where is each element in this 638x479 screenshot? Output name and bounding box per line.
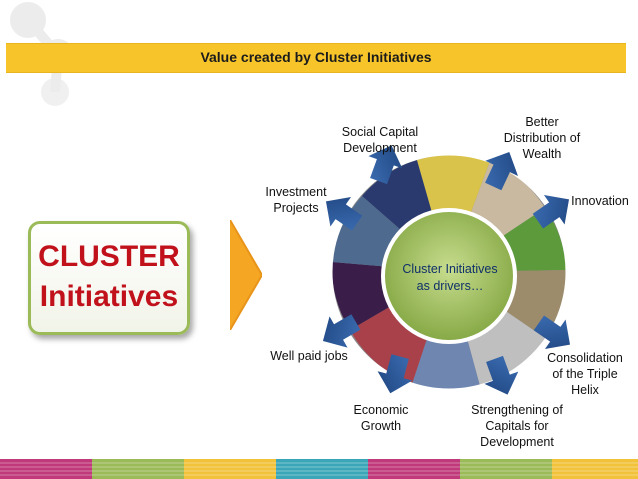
page-title: Value created by Cluster Initiatives	[200, 49, 432, 65]
arrow-well-paid-jobs-icon	[322, 314, 361, 348]
bottom-color-stripe	[0, 459, 638, 479]
label-strengthening: Strengthening of Capitals for Developmen…	[471, 403, 563, 449]
arrow-innovation-icon	[532, 194, 570, 229]
arrow-social-capital-icon	[368, 145, 403, 185]
center-label: Cluster Initiatives as drivers…	[380, 261, 520, 295]
center-line-2: as drivers…	[416, 279, 484, 293]
outcome-arrows	[322, 145, 571, 395]
arrow-economic-growth-icon	[377, 354, 413, 394]
label-better-distribution: Better Distribution of Wealth	[503, 115, 581, 161]
label-economic-growth: Economic Growth	[353, 403, 409, 433]
center-circle	[381, 208, 517, 344]
label-well-paid-jobs: Well paid jobs	[270, 349, 348, 363]
cluster-line-2: Initiatives	[39, 280, 179, 313]
arrow-better-distribution-icon	[485, 152, 519, 191]
chevron-right-icon	[230, 220, 262, 330]
label-consolidation: Consolidation of the Triple Helix	[547, 351, 623, 397]
cluster-initiatives-box: CLUSTER Initiatives	[28, 221, 190, 335]
label-social-capital: Social Capital Development	[341, 125, 419, 155]
center-line-1: Cluster Initiatives	[402, 262, 498, 276]
arrow-consolidation-icon	[533, 315, 571, 350]
arrow-strengthening-icon	[484, 355, 519, 395]
title-banner: Value created by Cluster Initiatives	[6, 43, 626, 73]
arrow-investment-projects-icon	[325, 196, 363, 231]
label-investment-projects: Investment Projects	[265, 185, 327, 215]
cluster-line-1: CLUSTER	[38, 240, 180, 273]
label-innovation: Innovation	[571, 194, 629, 208]
